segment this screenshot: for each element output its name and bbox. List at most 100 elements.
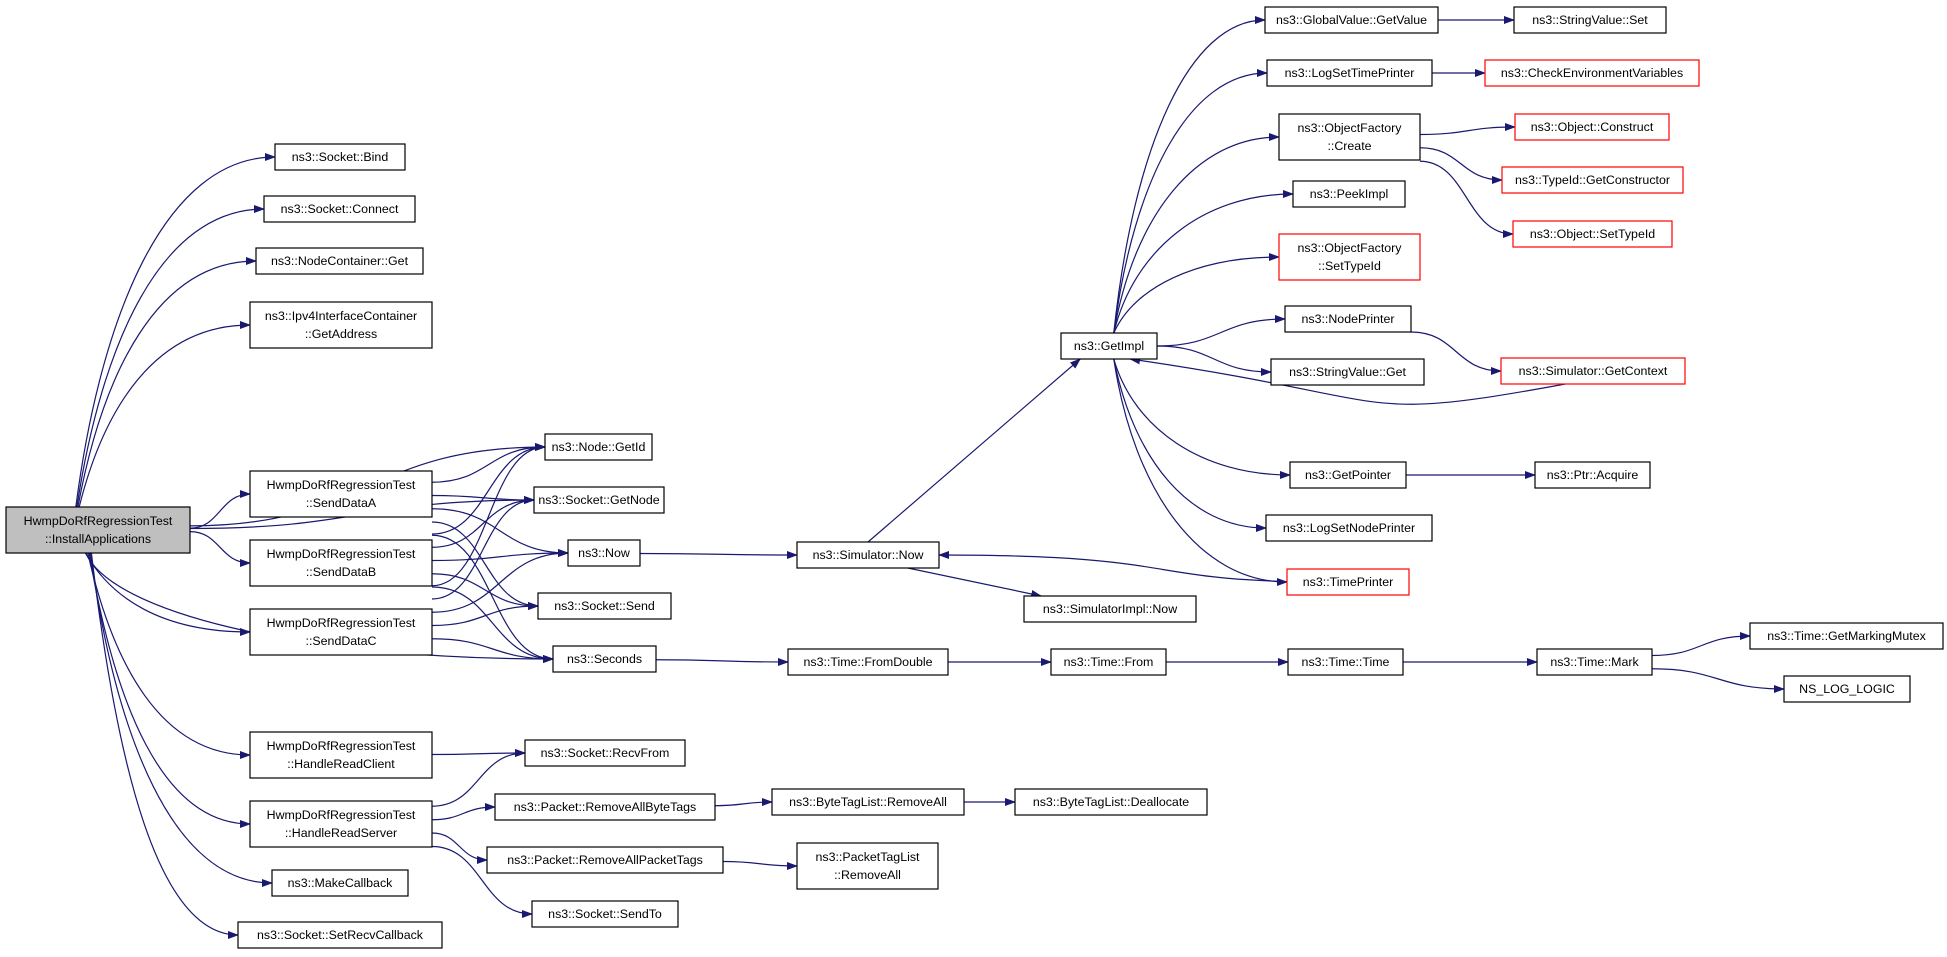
node-box-timeprinter <box>1286 568 1410 596</box>
node-time_time[interactable]: ns3::Time::Time <box>1287 648 1404 676</box>
node-box-makecb <box>271 869 409 897</box>
node-obj_settypeid[interactable]: ns3::Object::SetTypeId <box>1512 220 1673 248</box>
edge-of_create-to-obj_construct <box>1419 123 1516 136</box>
node-node_getid[interactable]: ns3::Node::GetId <box>544 433 653 461</box>
node-box-ptl_rmall <box>796 842 939 890</box>
node-getaddr[interactable]: ns3::Ipv4InterfaceContainer::GetAddress <box>249 301 433 349</box>
node-label-obj_construct: ns3::Object::Construct <box>1531 120 1654 134</box>
node-label-bind: ns3::Socket::Bind <box>292 150 389 164</box>
node-readServer[interactable]: HwmpDoRfRegressionTest::HandleReadServer <box>249 800 433 848</box>
edge-sendA-to-node_getid <box>431 443 546 483</box>
edge-getimpl-to-nodeprinter <box>1156 315 1286 347</box>
node-obj_construct[interactable]: ns3::Object::Construct <box>1514 113 1670 141</box>
edge-sendB-to-sock_send <box>431 573 539 610</box>
node-label-ptl_rmall: ns3::PacketTagList <box>815 850 920 864</box>
node-makecb[interactable]: ns3::MakeCallback <box>271 869 409 897</box>
node-sv_get[interactable]: ns3::StringValue::Get <box>1270 358 1425 386</box>
node-getmarkmutex[interactable]: ns3::Time::GetMarkingMutex <box>1749 622 1944 650</box>
node-sock_getnode[interactable]: ns3::Socket::GetNode <box>533 486 665 514</box>
node-label-of_settypeid: ns3::ObjectFactory <box>1298 241 1403 255</box>
node-nc_get[interactable]: ns3::NodeContainer::Get <box>255 247 424 275</box>
node-recvfrom[interactable]: ns3::Socket::RecvFrom <box>524 739 686 767</box>
edge-sendA-to-sock_send <box>431 521 539 610</box>
node-box-sock_getnode <box>533 486 665 514</box>
node-fromdouble[interactable]: ns3::Time::FromDouble <box>787 648 949 676</box>
edge-sendC-to-node_getid <box>431 443 546 587</box>
node-label-btl_dealloc: ns3::ByteTagList::Deallocate <box>1033 795 1189 809</box>
node-label-getaddr: ns3::Ipv4InterfaceContainer <box>265 309 417 323</box>
node-simimpl_now[interactable]: ns3::SimulatorImpl::Now <box>1023 595 1197 623</box>
edge-getimpl-to-logsettime <box>1113 69 1268 334</box>
node-getpointer[interactable]: ns3::GetPointer <box>1289 461 1407 489</box>
node-box-of_settypeid <box>1278 233 1421 281</box>
node-ptr_acquire[interactable]: ns3::Ptr::Acquire <box>1534 461 1651 489</box>
node-now[interactable]: ns3::Now <box>567 539 641 567</box>
node-box-logsettime <box>1266 59 1433 87</box>
node-getimpl[interactable]: ns3::GetImpl <box>1060 332 1158 360</box>
edge-root-to-sendC <box>84 552 251 636</box>
node-root[interactable]: HwmpDoRfRegressionTest::InstallApplicati… <box>5 506 191 554</box>
node-label-now: ns3::Now <box>578 546 630 560</box>
node-typeid_getctor[interactable]: ns3::TypeId::GetConstructor <box>1501 166 1684 194</box>
edge-sendC-to-seconds <box>431 638 554 663</box>
node-box-gv_getvalue <box>1264 6 1439 34</box>
node-ptl_rmall[interactable]: ns3::PacketTagList::RemoveAll <box>796 842 939 890</box>
node-btl_dealloc[interactable]: ns3::ByteTagList::Deallocate <box>1014 788 1208 816</box>
node-rmpackettags[interactable]: ns3::Packet::RemoveAllPacketTags <box>486 846 724 874</box>
node-box-nodeprinter <box>1284 305 1412 333</box>
node-btl_rmall[interactable]: ns3::ByteTagList::RemoveAll <box>771 788 965 816</box>
node-nslog[interactable]: NS_LOG_LOGIC <box>1783 675 1911 703</box>
node-label-of_create: ::Create <box>1327 139 1371 153</box>
node-sendA[interactable]: HwmpDoRfRegressionTest::SendDataA <box>249 470 433 518</box>
node-nodeprinter[interactable]: ns3::NodePrinter <box>1284 305 1412 333</box>
node-rmbytetags[interactable]: ns3::Packet::RemoveAllByteTags <box>494 793 716 821</box>
edge-readServer-to-sendto <box>431 845 533 918</box>
node-box-btl_dealloc <box>1014 788 1208 816</box>
node-label-readServer: HwmpDoRfRegressionTest <box>267 808 416 822</box>
node-box-getimpl <box>1060 332 1158 360</box>
node-gv_getvalue[interactable]: ns3::GlobalValue::GetValue <box>1264 6 1439 34</box>
node-box-sock_send <box>537 592 672 620</box>
node-sv_set[interactable]: ns3::StringValue::Set <box>1513 6 1667 34</box>
node-label-checkenv: ns3::CheckEnvironmentVariables <box>1501 66 1683 80</box>
node-box-getaddr <box>249 301 433 349</box>
node-checkenv[interactable]: ns3::CheckEnvironmentVariables <box>1484 59 1700 87</box>
node-of_settypeid[interactable]: ns3::ObjectFactory::SetTypeId <box>1278 233 1421 281</box>
edge-root-to-nc_get <box>77 257 257 508</box>
node-box-of_create <box>1278 113 1421 161</box>
node-sim_now[interactable]: ns3::Simulator::Now <box>796 541 940 569</box>
node-logsetnode[interactable]: ns3::LogSetNodePrinter <box>1265 514 1433 542</box>
node-connect[interactable]: ns3::Socket::Connect <box>263 195 416 223</box>
node-label-sv_get: ns3::StringValue::Get <box>1289 365 1406 379</box>
edge-getimpl-to-of_create <box>1113 133 1280 334</box>
node-setrecv[interactable]: ns3::Socket::SetRecvCallback <box>237 921 443 949</box>
node-sock_send[interactable]: ns3::Socket::Send <box>537 592 672 620</box>
edge-of_create-to-typeid_getctor <box>1419 147 1503 184</box>
node-of_create[interactable]: ns3::ObjectFactory::Create <box>1278 113 1421 161</box>
node-box-rmbytetags <box>494 793 716 821</box>
node-label-sim_getctx: ns3::Simulator::GetContext <box>1519 364 1668 378</box>
node-sendC[interactable]: HwmpDoRfRegressionTest::SendDataC <box>249 608 433 656</box>
node-sim_getctx[interactable]: ns3::Simulator::GetContext <box>1500 357 1686 385</box>
node-box-sendA <box>249 470 433 518</box>
edge-root-to-connect <box>76 205 265 508</box>
node-timeprinter[interactable]: ns3::TimePrinter <box>1286 568 1410 596</box>
node-sendto[interactable]: ns3::Socket::SendTo <box>531 900 679 928</box>
edge-root-to-setrecv <box>90 552 239 939</box>
node-logsettime[interactable]: ns3::LogSetTimePrinter <box>1266 59 1433 87</box>
node-label-typeid_getctor: ns3::TypeId::GetConstructor <box>1515 173 1670 187</box>
node-time_mark[interactable]: ns3::Time::Mark <box>1536 648 1653 676</box>
node-label-getmarkmutex: ns3::Time::GetMarkingMutex <box>1767 629 1926 643</box>
node-box-sv_set <box>1513 6 1667 34</box>
node-sendB[interactable]: HwmpDoRfRegressionTest::SendDataB <box>249 539 433 587</box>
node-time_from[interactable]: ns3::Time::From <box>1050 648 1167 676</box>
node-box-readServer <box>249 800 433 848</box>
node-seconds[interactable]: ns3::Seconds <box>552 645 657 673</box>
edge-rmbytetags-to-btl_rmall <box>714 798 773 807</box>
node-label-nslog: NS_LOG_LOGIC <box>1799 682 1895 696</box>
node-bind[interactable]: ns3::Socket::Bind <box>274 143 406 171</box>
node-box-btl_rmall <box>771 788 965 816</box>
node-peekimpl[interactable]: ns3::PeekImpl <box>1292 180 1406 208</box>
node-readClient[interactable]: HwmpDoRfRegressionTest::HandleReadClient <box>249 731 433 779</box>
